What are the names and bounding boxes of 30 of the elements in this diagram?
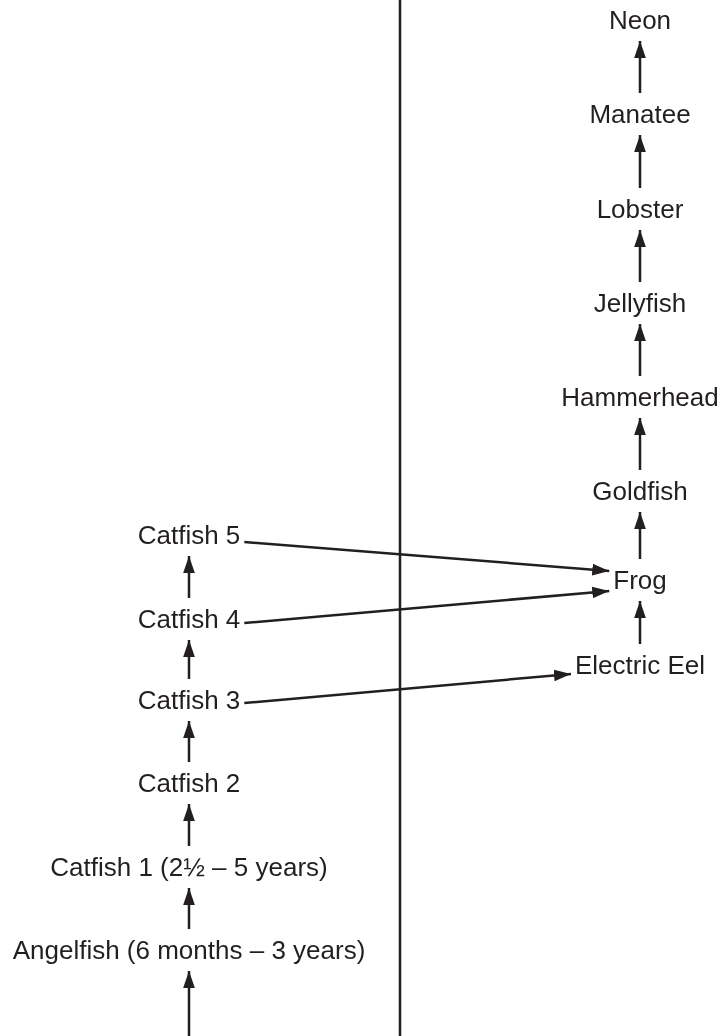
node-label: Jellyfish <box>593 288 687 318</box>
arrow <box>183 556 195 598</box>
arrow <box>244 669 572 705</box>
node-label: Goldfish <box>592 476 688 506</box>
arrow <box>634 418 646 470</box>
arrow <box>183 804 195 846</box>
node-label: Hammerhead <box>561 382 719 412</box>
node-label: Catfish 2 <box>137 768 241 798</box>
node-label: Catfish 3 <box>137 685 241 715</box>
node-label: Catfish 1 (2½ – 5 years) <box>50 852 328 882</box>
arrow <box>183 640 195 679</box>
arrow <box>244 586 610 625</box>
node-label: Catfish 5 <box>137 520 241 550</box>
node-label: Frog <box>613 565 667 595</box>
arrow <box>634 601 646 644</box>
arrow <box>634 512 646 559</box>
arrow <box>634 41 646 93</box>
node-label: Angelfish (6 months – 3 years) <box>12 935 366 965</box>
arrow <box>183 888 195 929</box>
arrow <box>634 230 646 282</box>
node-label: Electric Eel <box>575 650 705 680</box>
arrow <box>183 971 195 1036</box>
node-label: Manatee <box>589 99 691 129</box>
arrow <box>244 540 610 576</box>
node-label: Lobster <box>596 194 684 224</box>
node-label: Neon <box>608 5 672 35</box>
node-label: Catfish 4 <box>137 604 241 634</box>
arrow <box>634 324 646 376</box>
arrow <box>634 135 646 188</box>
arrow <box>183 721 195 762</box>
